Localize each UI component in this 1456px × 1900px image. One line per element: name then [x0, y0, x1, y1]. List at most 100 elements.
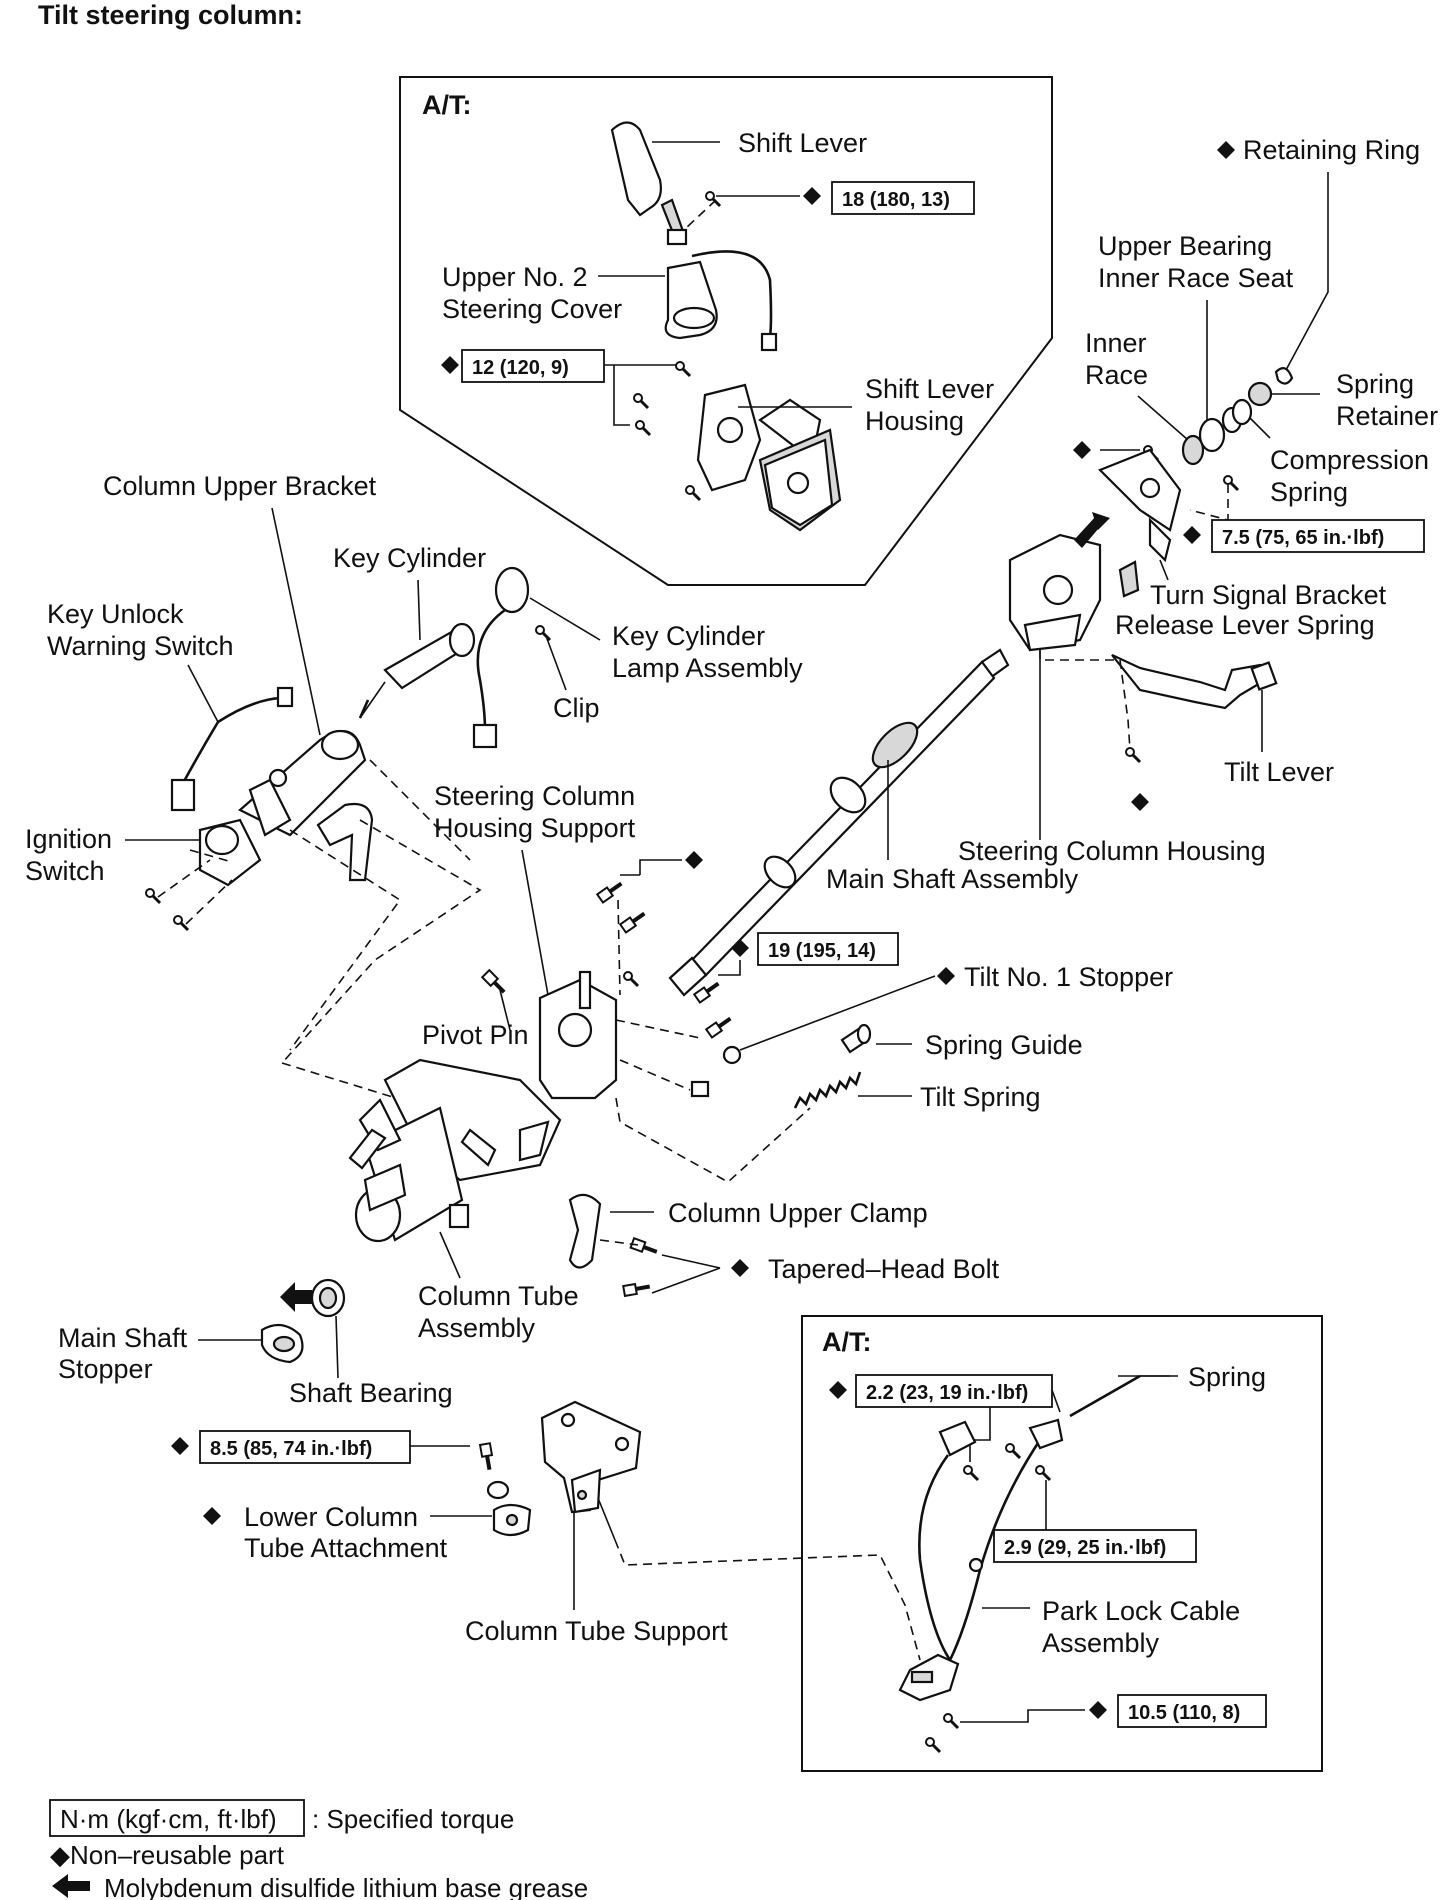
- at-label-top: A/T:: [422, 90, 472, 120]
- inner-race-label-1: Inner: [1085, 328, 1147, 358]
- torque-105: 10.5 (110, 8): [1128, 1702, 1240, 1724]
- spring-guide-label: Spring Guide: [925, 1030, 1083, 1060]
- shift-lever-housing: [696, 383, 842, 532]
- key-cylinder-label: Key Cylinder: [333, 543, 486, 573]
- torque-box-22: [855, 1374, 1053, 1408]
- steering-column-housing-support: [538, 970, 618, 1100]
- inner-race-label-2: Race: [1085, 360, 1148, 390]
- column-upper-clamp: [568, 1193, 602, 1269]
- lower-col-label-1: Lower Column: [244, 1502, 418, 1532]
- torque-box-29: [993, 1529, 1197, 1563]
- column-tube-support: [540, 1400, 642, 1514]
- steering-column-housing: [1008, 533, 1102, 652]
- column-tube-support-label: Column Tube Support: [465, 1616, 728, 1646]
- lower-column-tube-attachment: [492, 1503, 532, 1537]
- ignition-switch-label-1: Ignition: [25, 824, 112, 854]
- grease-arrow-icon: [280, 1282, 312, 1312]
- main-shaft-assembly: [668, 648, 1010, 997]
- main-shaft-stopper-label-2: Stopper: [58, 1354, 153, 1384]
- legend-unit-box: [49, 1799, 305, 1837]
- upper-no2-steering-cover: [664, 250, 778, 352]
- torque-box-105: [1117, 1694, 1267, 1728]
- shaft-bearing: [310, 1278, 346, 1318]
- lower-col-label-2: Tube Attachment: [244, 1533, 448, 1563]
- torque-22: 2.2 (23, 19 in.·lbf): [866, 1382, 1028, 1404]
- upper-bearing-label-2: Inner Race Seat: [1098, 263, 1294, 293]
- turn-signal-label-1: Turn Signal Bracket: [1150, 580, 1387, 610]
- diamond-icon: [441, 356, 459, 374]
- washer: [486, 1480, 510, 1500]
- column-tube-assembly: [348, 1058, 562, 1243]
- grease-arrow-icon: [52, 1874, 90, 1898]
- ignition-switch-label-2: Switch: [25, 856, 105, 886]
- at-bottom-frame: [801, 1315, 1323, 1772]
- tilt-lever: [1111, 654, 1278, 710]
- tilt-lever-label: Tilt Lever: [1224, 757, 1334, 787]
- shift-lever-housing-label-2: Housing: [865, 406, 964, 436]
- tapered-head-bolt-label: Tapered–Head Bolt: [768, 1254, 1000, 1284]
- spring: [1069, 1374, 1141, 1418]
- diamond-icon: [1217, 141, 1235, 159]
- spring-retainer-label-1: Spring: [1336, 369, 1414, 399]
- ignition-switch: [198, 818, 262, 887]
- shift-lever: [610, 121, 688, 246]
- tilt-spring-label: Tilt Spring: [920, 1082, 1041, 1112]
- grease-arrow-icon: [1074, 512, 1110, 548]
- diamond-icon: [731, 1259, 749, 1277]
- upper-no2-label-1: Upper No. 2: [442, 262, 588, 292]
- at-label-bottom: A/T:: [822, 1327, 872, 1357]
- diamond-icon: [829, 1381, 847, 1399]
- turn-signal-label-2: Release Lever Spring: [1115, 610, 1375, 640]
- diamond-icon: [171, 1437, 189, 1455]
- torque-75: 7.5 (75, 65 in.·lbf): [1222, 527, 1384, 549]
- spring-guide: [840, 1023, 872, 1054]
- spring-retainer-label-2: Retainer: [1336, 401, 1438, 431]
- key-cylinder-lamp-label-2: Lamp Assembly: [612, 653, 803, 683]
- inner-race: [1181, 381, 1273, 466]
- turn-signal-bracket: [1098, 448, 1182, 563]
- sch-support-label-2: Housing Support: [434, 813, 636, 843]
- column-tube-label-2: Assembly: [418, 1313, 536, 1343]
- key-cylinder-lamp-label-1: Key Cylinder: [612, 621, 765, 651]
- clip-label: Clip: [553, 693, 600, 723]
- key-unlock-label-1: Key Unlock: [47, 599, 184, 629]
- key-unlock-label-2: Warning Switch: [47, 631, 234, 661]
- torque-85: 8.5 (85, 74 in.·lbf): [210, 1438, 372, 1460]
- steering-column-housing-label: Steering Column Housing: [958, 836, 1266, 866]
- key-cylinder: [358, 622, 476, 719]
- torque-box-12: [461, 349, 605, 383]
- diamond-icon: [203, 1507, 221, 1525]
- shaft-bearing-label: Shaft Bearing: [289, 1378, 453, 1408]
- key-cylinder-lamp-assembly: [472, 566, 530, 749]
- pivot-pin-label: Pivot Pin: [422, 1020, 529, 1050]
- shift-lever-label: Shift Lever: [738, 128, 867, 158]
- torque-box-18: [831, 181, 975, 215]
- diamond-icon: [1183, 526, 1201, 544]
- tilt-spring: [793, 1071, 862, 1109]
- torque-19: 19 (195, 14): [768, 940, 876, 962]
- legend-grease: Molybdenum disulfide lithium base grease: [104, 1873, 588, 1900]
- main-shaft-assembly-label: Main Shaft Assembly: [826, 864, 1079, 894]
- sch-support-label-1: Steering Column: [434, 781, 635, 811]
- park-lock-label-1: Park Lock Cable: [1042, 1596, 1240, 1626]
- torque-box-19: [757, 932, 899, 966]
- torque-18: 18 (180, 13): [842, 189, 950, 211]
- tilt-no1-stopper-label: Tilt No. 1 Stopper: [964, 962, 1173, 992]
- spring-label: Spring: [1188, 1362, 1266, 1392]
- torque-box-85: [199, 1430, 411, 1464]
- diamond-icon: [803, 187, 821, 205]
- torque-12: 12 (120, 9): [472, 357, 569, 379]
- park-lock-cable-assembly: [898, 1418, 1064, 1702]
- legend-unit: N·m (kgf·cm, ft·lbf): [60, 1804, 277, 1834]
- column-tube-label-1: Column Tube: [418, 1281, 579, 1311]
- main-shaft-stopper-label-1: Main Shaft: [58, 1323, 188, 1353]
- upper-bearing-label-1: Upper Bearing: [1098, 231, 1272, 261]
- diamond-icon: [1073, 441, 1091, 459]
- compression-spring-label-1: Compression: [1270, 445, 1429, 475]
- compression-spring-label-2: Spring: [1270, 477, 1348, 507]
- main-shaft-stopper: [260, 1323, 304, 1364]
- torque-29: 2.9 (29, 25 in.·lbf): [1004, 1537, 1166, 1559]
- legend-unit-desc: : Specified torque: [312, 1804, 514, 1834]
- column-upper-clamp-label: Column Upper Clamp: [668, 1198, 928, 1228]
- torque-box-75: [1211, 519, 1425, 553]
